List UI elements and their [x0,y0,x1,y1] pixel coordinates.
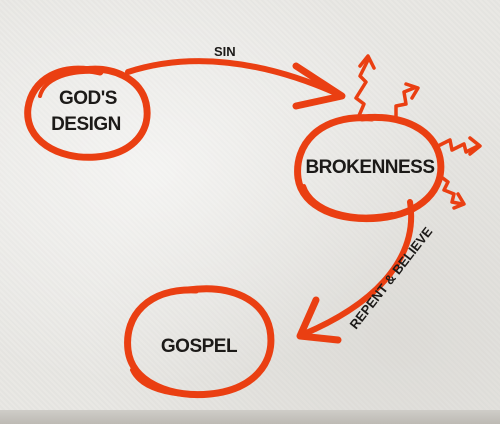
edge-sin: SIN [125,44,346,110]
repent-arrow-head [296,296,342,344]
burst-arrow-icon [438,174,466,210]
burst-arrow-icon [354,54,376,120]
brokenness-burst [354,54,482,210]
edge-repent-believe: REPENT & BELIEVE [296,199,436,344]
node-gods-design: GOD'S DESIGN [24,65,151,161]
repent-arrow-shaft [301,199,415,337]
node-gospel: GOSPEL [124,285,275,399]
sin-arrow-head [292,62,346,110]
repent-believe-label: REPENT & BELIEVE [347,224,436,332]
burst-arrow-icon [394,82,420,122]
node-brokenness: BROKENNESS [294,113,445,223]
burst-arrow-icon [436,136,482,156]
gods-design-label-line2: DESIGN [51,114,121,135]
brokenness-label: BROKENNESS [305,157,434,178]
brokenness-circle [294,113,445,223]
gospel-circle [124,285,275,399]
gods-design-circle [24,65,151,161]
sin-label: SIN [214,44,236,59]
gods-design-label-line1: GOD'S [59,88,117,109]
gospel-label: GOSPEL [161,336,238,357]
sin-arrow-shaft [125,58,341,97]
